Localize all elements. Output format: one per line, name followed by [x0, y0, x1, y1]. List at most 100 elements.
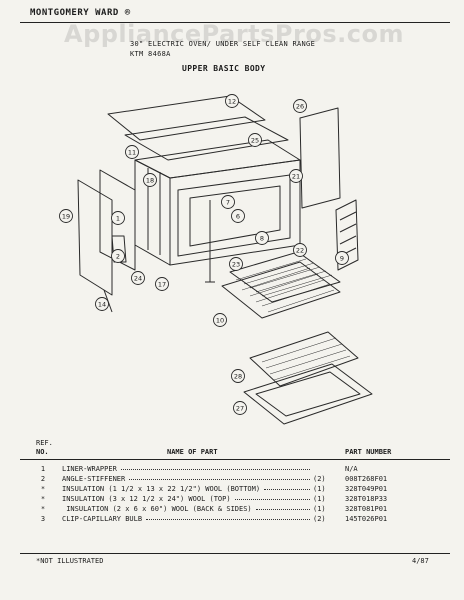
part-name: CLIP-CAPILLARY BULB [62, 515, 143, 523]
quantity: (1) [313, 485, 326, 493]
ref-no: 2 [40, 475, 46, 483]
ref-no: * [40, 495, 46, 503]
right-side-panel [299, 107, 341, 209]
callout-circle [255, 231, 269, 245]
part-name: INSULATION (3 x 12 1/2 x 24") WOOL (TOP) [62, 495, 231, 503]
callout-number: 18 [146, 176, 154, 184]
column-header-part-number: PART NUMBER [345, 448, 392, 456]
part-name: INSULATION (2 x 6 x 60") WOOL (BACK & SI… [62, 505, 252, 513]
callout-circle [225, 94, 239, 108]
broiler-pan [243, 363, 373, 425]
quantity: (1) [313, 495, 326, 503]
callout-circle [248, 133, 262, 147]
callout-number: 11 [128, 148, 136, 156]
column-header-ref: REF. [36, 439, 53, 447]
callout-circle [59, 209, 73, 223]
part-number: 145T026P01 [345, 515, 388, 523]
part-name: ANGLE-STIFFENER [62, 475, 126, 483]
part-number: 008T268F01 [345, 475, 388, 483]
broiler-grid [249, 331, 359, 387]
callout-number: 9 [340, 254, 344, 262]
left-side-insulation [77, 179, 113, 296]
top-cover-panel [107, 95, 266, 141]
part-number: N/A [345, 465, 358, 473]
leader-dots [129, 479, 310, 480]
ref-no: 3 [40, 515, 46, 523]
callout-circle [111, 211, 125, 225]
part-number: 328T049P01 [345, 485, 388, 493]
callout-number: 2 [116, 252, 120, 260]
section-title: UPPER BASIC BODY [182, 64, 266, 73]
callout-circle [155, 277, 169, 291]
leader-dots [234, 499, 310, 500]
callout-number: 22 [296, 246, 304, 254]
oven-cavity-inner [189, 185, 281, 247]
callout-number: 14 [98, 300, 106, 308]
part-number: 328T018P33 [345, 495, 388, 503]
oven-rack-frame [229, 251, 341, 303]
lower-oven-rack [221, 261, 341, 319]
callout-circle [213, 313, 227, 327]
callout-number: 10 [216, 316, 224, 324]
callout-circle [231, 369, 245, 383]
callout-number: 27 [236, 404, 244, 412]
column-header-no: NO. [36, 448, 49, 456]
callout-circle [229, 257, 243, 271]
table-row: * INSULATION (3 x 12 1/2 x 24") WOOL (TOP… [0, 495, 464, 504]
column-header-name: NAME OF PART [167, 448, 218, 456]
model-number: KTM 8468A [130, 50, 171, 58]
quantity: (2) [313, 515, 326, 523]
callout-number: 19 [62, 212, 70, 220]
broiler-pan-inner [255, 371, 361, 417]
table-row: 1 LINER-WRAPPER N/A [0, 465, 464, 474]
footer-rule [20, 553, 450, 554]
leader-dots [255, 509, 310, 510]
ref-no: 1 [40, 465, 46, 473]
callout-number: 28 [234, 372, 242, 380]
part-number: 328T081P01 [345, 505, 388, 513]
callout-circle [293, 243, 307, 257]
callout-number: 6 [236, 212, 240, 220]
footnote: *NOT ILLUSTRATED [36, 557, 104, 565]
callout-circle [125, 145, 139, 159]
callout-circle [335, 251, 349, 265]
callout-circle [131, 271, 145, 285]
callout-circle [293, 99, 307, 113]
callout-number: 21 [292, 172, 300, 180]
callout-number: 17 [158, 280, 166, 288]
callout-circle [231, 209, 245, 223]
left-wrapper-panel [99, 169, 136, 271]
quantity: (2) [313, 475, 326, 483]
leader-dots [120, 469, 310, 470]
callout-circle [233, 401, 247, 415]
callout-circle [289, 169, 303, 183]
table-row: * INSULATION (1 1/2 x 13 x 22 1/2") WOOL … [0, 485, 464, 494]
table-row: 3 CLIP-CAPILLARY BULB (2) 145T026P01 [0, 515, 464, 524]
callout-number: 1 [116, 214, 120, 222]
model-title: 30" ELECTRIC OVEN/ UNDER SELF CLEAN RANG… [130, 40, 316, 48]
part-name: INSULATION (1 1/2 x 13 x 22 1/2") WOOL (… [62, 485, 261, 493]
callout-number: 23 [232, 260, 240, 268]
leader-dots [146, 519, 310, 520]
callout-number: 8 [260, 234, 264, 242]
callout-number: 7 [226, 198, 230, 206]
callout-number: 26 [296, 102, 304, 110]
table-row: * INSULATION (2 x 6 x 60") WOOL (BACK & … [0, 505, 464, 514]
brand-label: MONTGOMERY WARD ® [30, 8, 131, 18]
callout-number: 25 [251, 136, 259, 144]
table-row: 2 ANGLE-STIFFENER (2) 008T268F01 [0, 475, 464, 484]
revision-date: 4/87 [412, 557, 429, 565]
callout-number: 12 [228, 97, 236, 105]
callout-circle [143, 173, 157, 187]
header-rule [20, 22, 450, 23]
top-insulation [124, 116, 289, 161]
callout-number: 24 [134, 274, 142, 282]
quantity: (1) [313, 505, 326, 513]
part-name: LINER-WRAPPER [62, 465, 117, 473]
callout-circle [95, 297, 109, 311]
ref-no: * [40, 485, 46, 493]
ref-no: * [40, 505, 46, 513]
back-bracket [335, 199, 359, 271]
table-header-rule [20, 459, 450, 460]
